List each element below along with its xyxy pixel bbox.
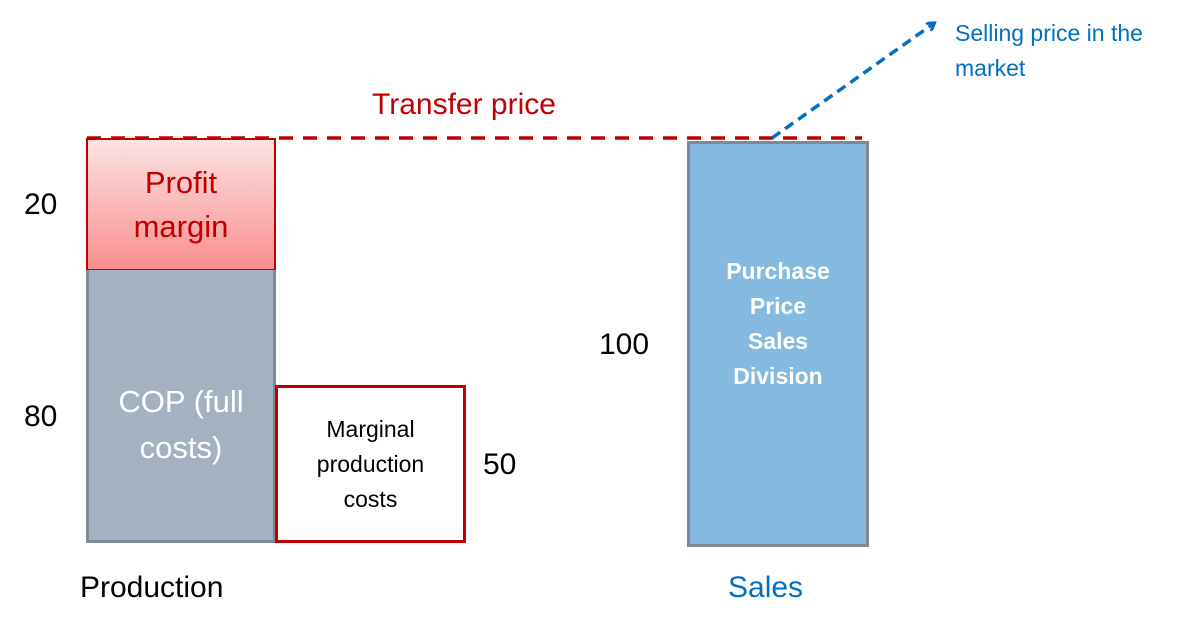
production-label: Production	[80, 571, 224, 604]
selling-price-annotation: Selling price in the market	[955, 16, 1143, 86]
sales-label: Sales	[728, 571, 804, 604]
profit-label-1: Profit	[144, 164, 218, 200]
marginal-label-2: production	[316, 450, 425, 477]
purchase-label-1: Purchase	[726, 258, 830, 284]
marginal-label-1: Marginal	[326, 415, 415, 442]
purchase-value: 100	[599, 328, 650, 361]
cop-value: 80	[24, 400, 58, 433]
annotation-line-1: Selling price in the	[955, 20, 1143, 46]
marginal-label-3: costs	[343, 485, 398, 512]
purchase-label-4: Division	[733, 363, 823, 389]
profit-label-2: margin	[133, 208, 229, 244]
profit-margin-box: Profit margin	[86, 138, 276, 271]
cop-label-1: COP (full	[118, 384, 244, 419]
marginal-value: 50	[483, 448, 517, 481]
annotation-line-2: market	[955, 55, 1026, 81]
selling-price-arrow	[770, 24, 933, 140]
cop-box: COP (full costs)	[86, 270, 276, 543]
purchase-label-3: Sales	[747, 328, 809, 354]
marginal-costs-box: Marginal production costs	[275, 385, 466, 543]
transfer-price-label: Transfer price	[372, 88, 556, 121]
profit-value: 20	[24, 188, 58, 221]
cop-label-2: costs)	[139, 430, 223, 465]
purchase-label-2: Price	[749, 293, 807, 319]
